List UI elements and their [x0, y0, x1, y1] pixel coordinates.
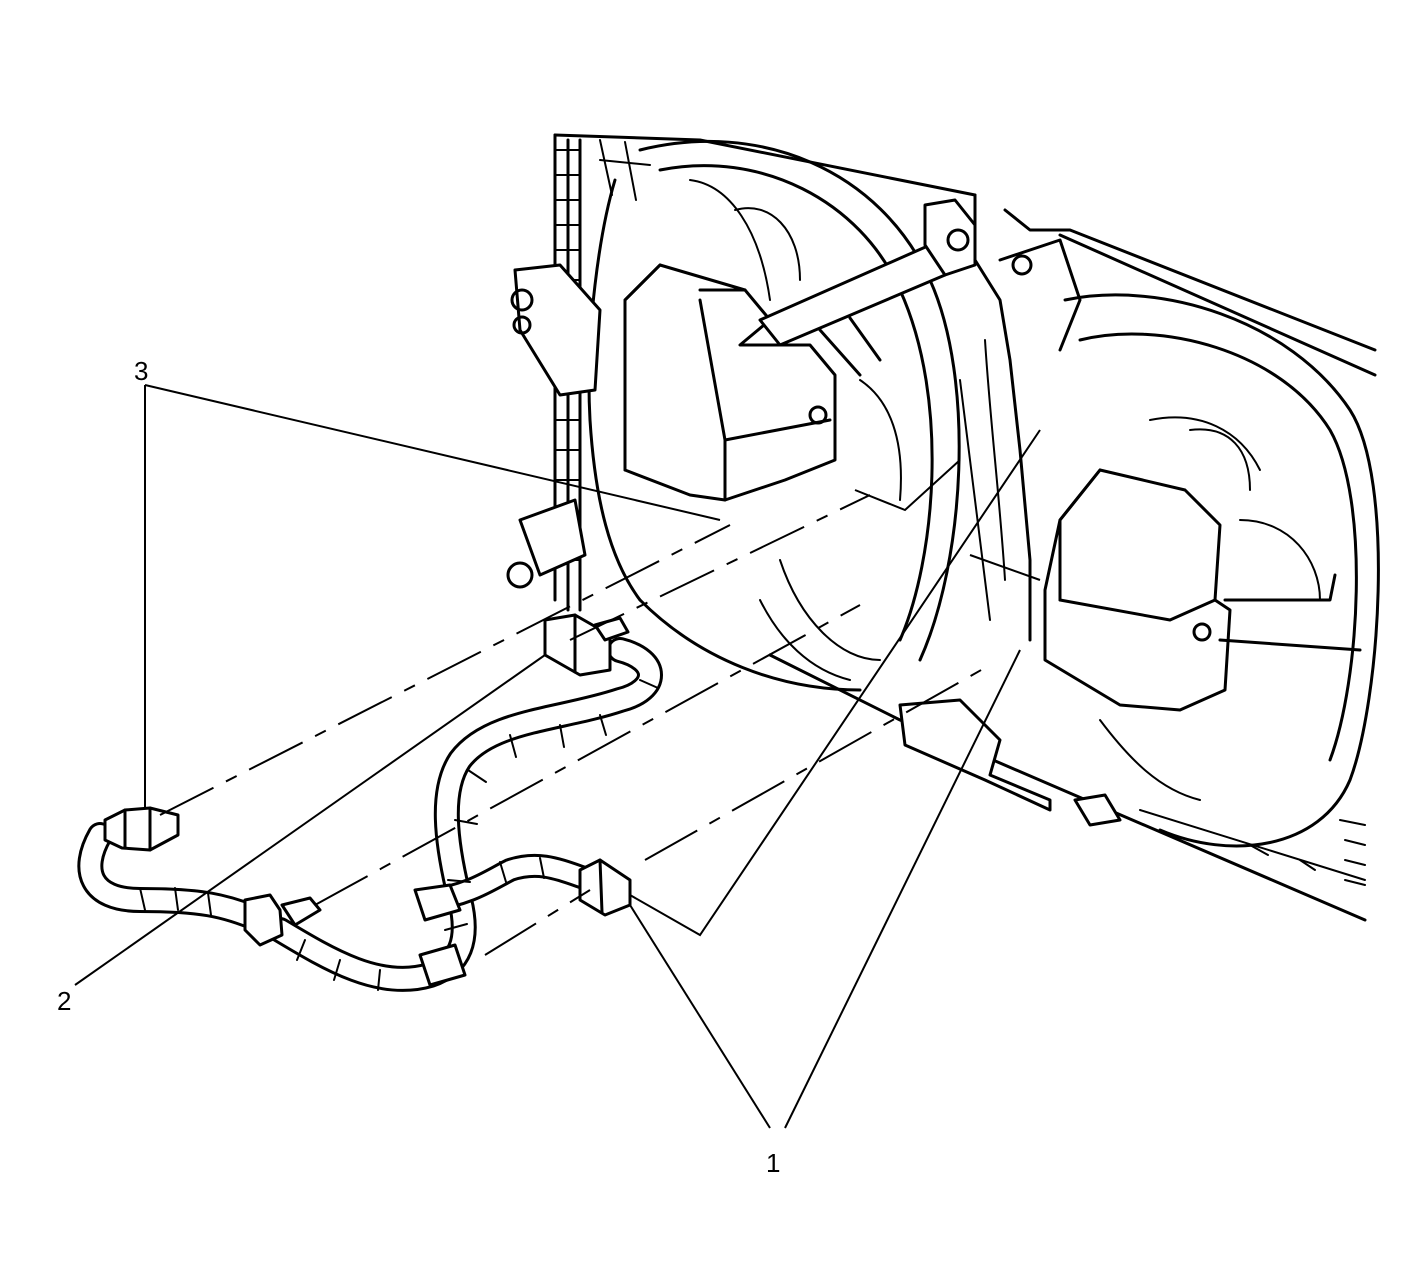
wiring-harness [77, 637, 663, 992]
alignment-lines [159, 494, 991, 956]
callout-label-1: 1 [766, 1148, 781, 1178]
sensor-2 [243, 893, 322, 947]
connector-1 [578, 858, 632, 917]
right-fan-module [898, 468, 1362, 827]
right-fan [959, 238, 1380, 848]
leader-lines [74, 384, 1041, 1129]
left-fan-module [506, 198, 977, 589]
connector-3 [103, 806, 180, 852]
callout-label-2: 2 [57, 986, 72, 1016]
radiator-shroud [553, 133, 1377, 922]
callout-label-3: 3 [134, 356, 149, 386]
connector-2-plug [543, 613, 630, 677]
